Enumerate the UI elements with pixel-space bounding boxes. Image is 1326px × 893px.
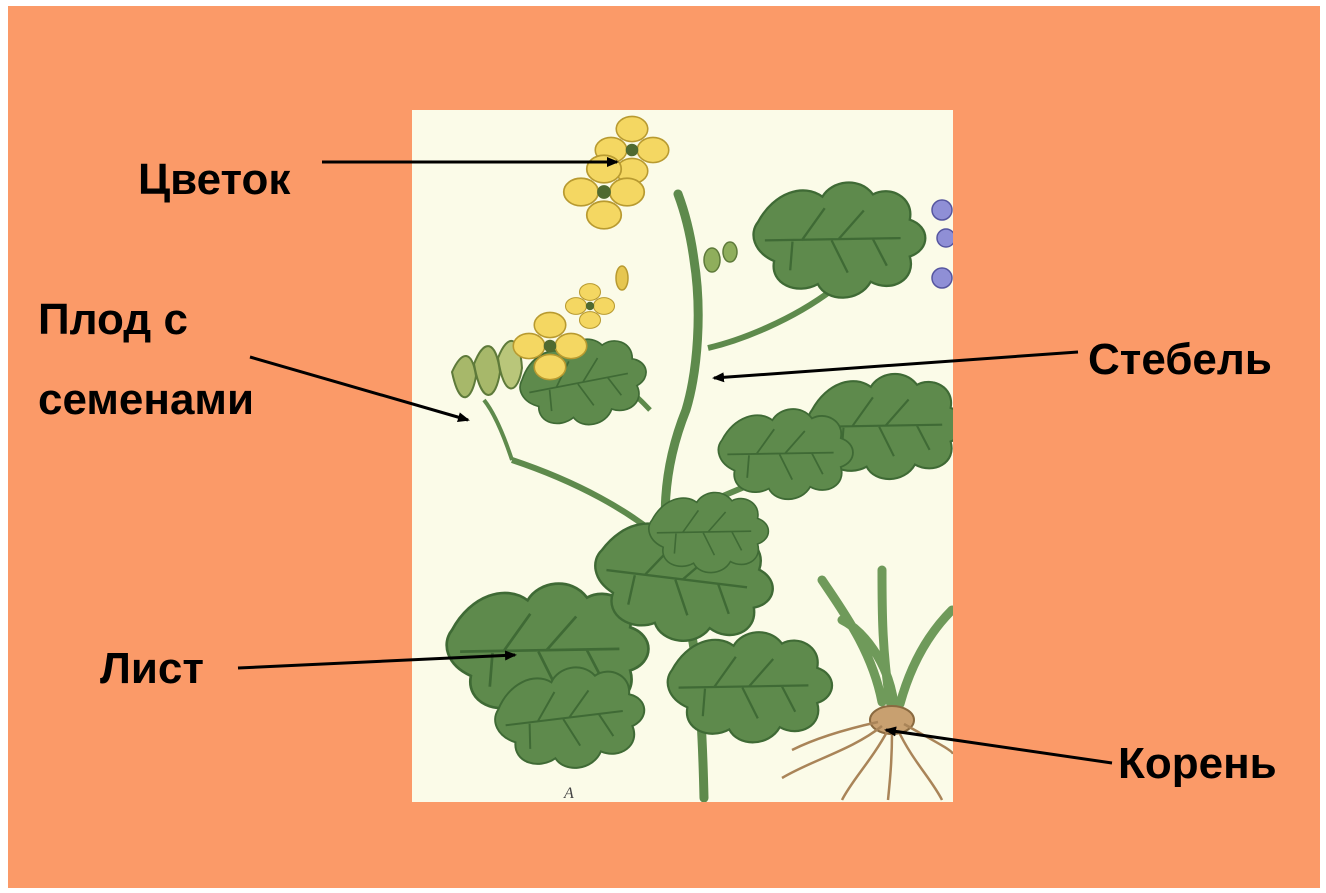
root-arrow xyxy=(886,730,1112,763)
label-stem: Стебель xyxy=(1088,338,1272,382)
fruit-arrow xyxy=(250,357,468,420)
stem-arrow xyxy=(714,352,1078,378)
label-fruit-line1: Плод с xyxy=(38,298,188,342)
label-leaf: Лист xyxy=(100,647,204,691)
label-fruit-line2: семенами xyxy=(38,378,254,422)
label-root: Корень xyxy=(1118,742,1277,786)
leaf-arrow xyxy=(238,655,515,668)
label-flower: Цветок xyxy=(138,158,290,202)
